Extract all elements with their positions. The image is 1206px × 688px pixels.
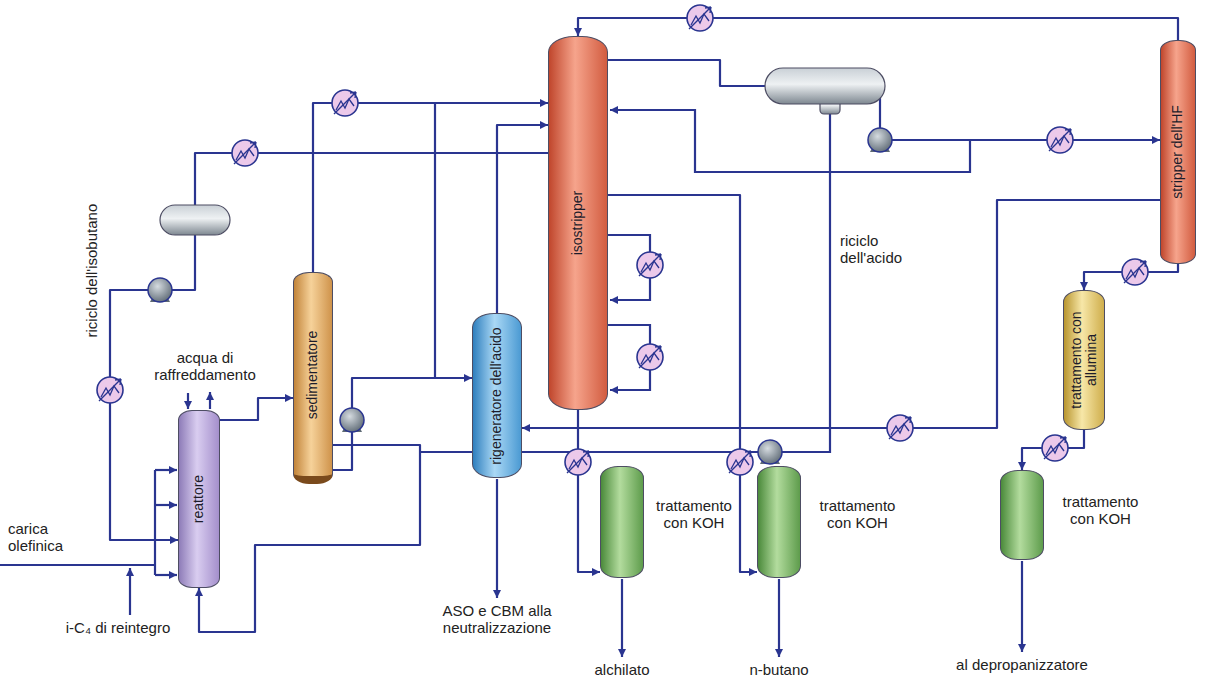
feed-branch (155, 504, 177, 506)
heat-exchanger (332, 90, 358, 116)
exchanger-arrow (1044, 437, 1066, 459)
pipe-connector (497, 125, 548, 313)
stream-label: ASO e CBM alla neutralizzazione (412, 602, 582, 637)
treater-vessel: trattamento con KOH (600, 466, 644, 578)
drum-shell (765, 68, 885, 104)
pump (148, 278, 172, 302)
feed-pipe (0, 564, 155, 566)
feed-branch (155, 574, 177, 576)
product-label: al depropanizzatore (937, 656, 1107, 673)
utility-label: acqua di raffreddamento (140, 349, 270, 384)
vessel-label: isostripper (570, 43, 585, 403)
stream-label: riciclo dell'acido (840, 232, 935, 267)
product-outlet (1021, 561, 1023, 652)
exchanger-arrow (639, 254, 661, 276)
makeup-pipe (129, 568, 131, 615)
heat-exchanger (1047, 127, 1073, 153)
feed-branch (155, 469, 177, 471)
exchanger-shell (727, 449, 753, 475)
pipe-connector (1022, 430, 1084, 470)
exchanger-arrow (99, 379, 121, 401)
treater-vessel: trattamento con KOH (1000, 470, 1044, 560)
exchanger-shell (637, 252, 663, 278)
heat-exchanger (687, 5, 713, 31)
heat-exchangers (97, 5, 1148, 475)
exchanger-arrow (1049, 129, 1071, 151)
aso-outlet (496, 479, 498, 598)
column-vessel: stripper dell'HF (1160, 40, 1196, 264)
regenerator-vessel: rigeneratore dell'acido (472, 313, 522, 478)
stream-label: riciclo dell'isobutano (83, 185, 100, 355)
exchanger-arrow (1124, 261, 1146, 283)
cooling-water-in (187, 393, 189, 409)
pipe-connector (313, 103, 548, 272)
exchanger-shell (887, 415, 913, 441)
vessel-label: reattore (191, 417, 206, 581)
exchanger-shell (1122, 259, 1148, 285)
vessel-label: sedimentatore (305, 276, 320, 474)
heat-exchanger (887, 415, 913, 441)
exchanger-shell (1047, 127, 1073, 153)
treater-vessel: trattamento con KOH (757, 466, 801, 578)
pipe-connector (220, 398, 293, 420)
reactor-vessel: reattore (178, 410, 220, 588)
vessel-label: rigeneratore dell'acido (489, 320, 504, 471)
pump (340, 408, 364, 432)
reflux-drum (765, 68, 885, 114)
pipes (0, 103, 1022, 657)
exchanger-shell (97, 377, 123, 403)
vessel-caption: trattamento con KOH (1053, 493, 1148, 528)
exchanger-shell (565, 449, 591, 475)
exchanger-arrow (567, 451, 589, 473)
product-label: n-butano (724, 661, 834, 678)
pump (868, 128, 892, 152)
product-label: alchilato (567, 661, 677, 678)
vessel-label: trattamento con allumina (1069, 297, 1100, 423)
isobutane-drum (160, 205, 230, 235)
exchanger-arrow (689, 7, 711, 29)
exchanger-arrow (889, 417, 911, 439)
heat-exchanger (727, 449, 753, 475)
heat-exchanger (637, 344, 663, 370)
heat-exchanger (232, 140, 258, 166)
exchanger-shell (332, 90, 358, 116)
pipe-connector (110, 153, 548, 540)
heat-exchanger (637, 252, 663, 278)
heat-exchanger (565, 449, 591, 475)
exchanger-shell (687, 5, 713, 31)
exchanger-arrow (234, 142, 256, 164)
pipe-connector (578, 410, 600, 572)
heat-exchanger (1042, 435, 1068, 461)
settler-vessel: sedimentatore (293, 272, 333, 484)
pipe-connector (578, 18, 1178, 40)
feed-manifold (154, 470, 156, 575)
pump (758, 440, 782, 464)
exchanger-shell (1042, 435, 1068, 461)
stream-label: carica olefinica (8, 520, 90, 555)
vessel-label: stripper dell'HF (1170, 47, 1185, 257)
exchanger-arrow (729, 451, 751, 473)
exchanger-arrow (334, 92, 356, 114)
pipe-connector (333, 378, 472, 470)
stream-label: i-C₄ di reintegro (63, 619, 173, 636)
riser-pipe (434, 103, 436, 378)
product-outlet (778, 579, 780, 657)
treater-vessel: trattamento con allumina (1063, 290, 1105, 430)
product-outlet (621, 579, 623, 657)
vessel-caption: trattamento con KOH (810, 497, 905, 532)
column-vessel: isostripper (548, 36, 608, 410)
heat-exchanger (1122, 259, 1148, 285)
heat-exchanger (97, 377, 123, 403)
cooling-water-out (209, 392, 211, 409)
vessel-caption: trattamento con KOH (653, 497, 735, 532)
exchanger-shell (637, 344, 663, 370)
exchanger-shell (232, 140, 258, 166)
exchanger-arrow (639, 346, 661, 368)
